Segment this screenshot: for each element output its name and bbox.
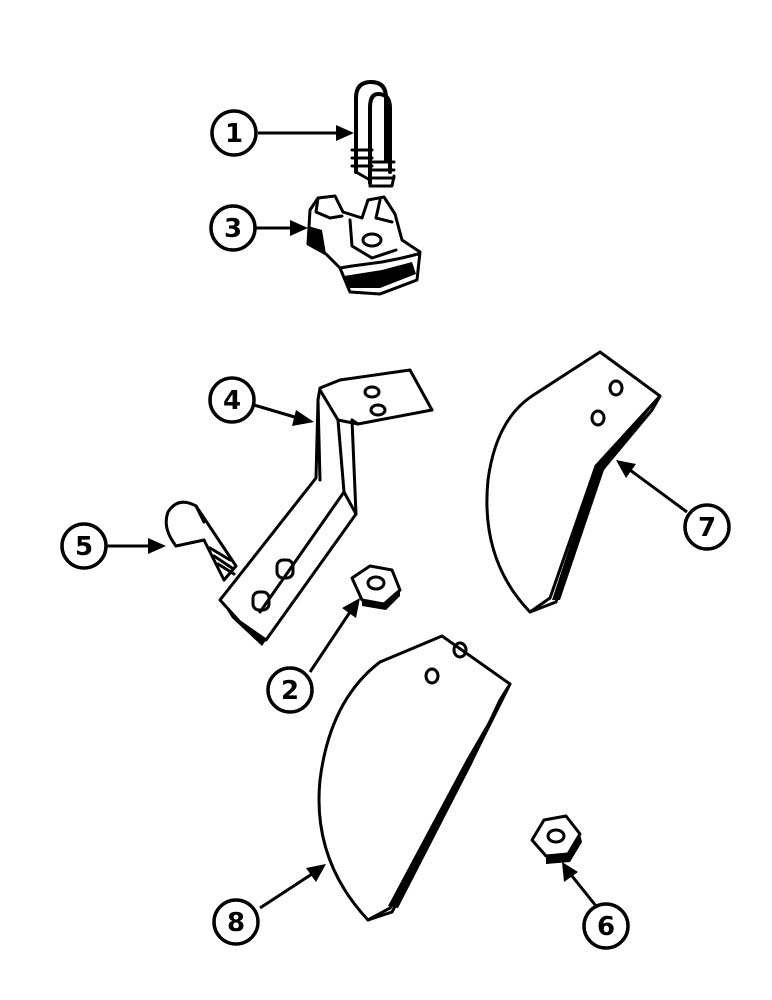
callout-7: 7 <box>683 503 731 551</box>
part-blade-lower <box>317 634 512 922</box>
callout-8-label: 8 <box>227 908 245 938</box>
callout-4: 4 <box>208 376 256 424</box>
part-nut-small <box>350 564 402 610</box>
part-clamp <box>306 194 422 296</box>
callout-5: 5 <box>60 522 108 570</box>
callout-2-label: 2 <box>281 676 299 706</box>
part-u-bolt <box>350 80 396 188</box>
part-nut-large <box>530 814 582 864</box>
callout-2: 2 <box>266 666 314 714</box>
part-bracket <box>218 368 434 646</box>
leader-lines <box>106 125 688 910</box>
callout-1: 1 <box>210 109 258 157</box>
callout-7-label: 7 <box>698 513 716 543</box>
callout-1-label: 1 <box>225 119 243 149</box>
part-carriage-bolt <box>164 500 238 582</box>
callout-4-label: 4 <box>223 386 241 416</box>
part-blade-right <box>485 350 662 614</box>
callout-6: 6 <box>582 902 630 950</box>
callout-5-label: 5 <box>75 532 93 562</box>
callout-3-label: 3 <box>224 214 242 244</box>
callout-6-label: 6 <box>597 912 615 942</box>
callout-3: 3 <box>209 204 257 252</box>
callout-8: 8 <box>212 898 260 946</box>
